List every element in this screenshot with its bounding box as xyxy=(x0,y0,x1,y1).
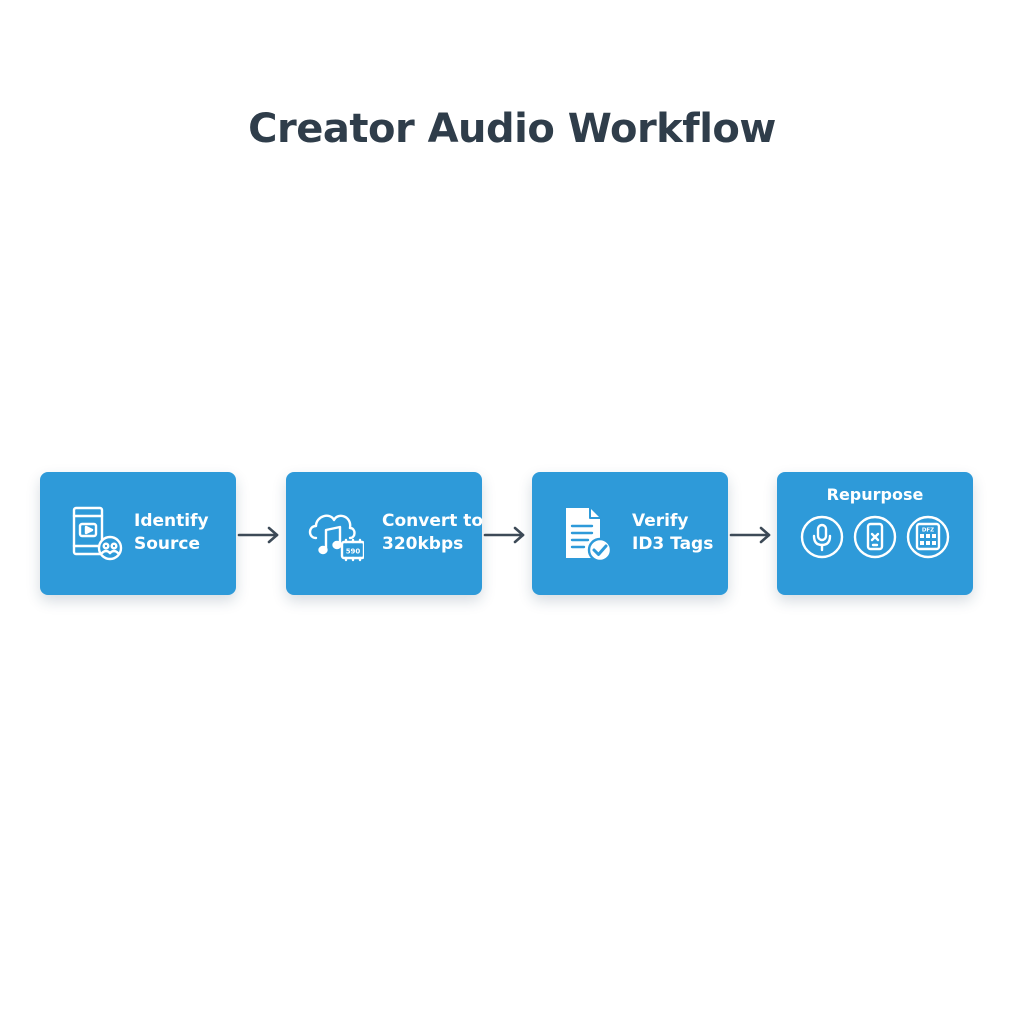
video-source-icon xyxy=(66,504,126,564)
microphone-icon xyxy=(799,514,845,560)
cloud-music-chip-icon: 590 xyxy=(304,504,364,564)
step-label: Convert to 320kbps xyxy=(382,510,483,556)
step-convert: 590 Convert to 320kbps xyxy=(286,472,483,595)
step-label-line1: Convert to xyxy=(382,511,484,531)
step-label-line1: Identify xyxy=(134,511,209,531)
step-label: Repurpose xyxy=(826,485,924,504)
document-check-icon xyxy=(560,504,620,564)
page-title: Creator Audio Workflow xyxy=(248,106,776,152)
step-label-line1: Verify xyxy=(632,511,689,531)
phone-icon xyxy=(852,514,898,560)
step-identify-source: Identify Source xyxy=(40,472,236,595)
arrow-right-icon xyxy=(237,522,283,548)
chip-label: 590 xyxy=(346,548,361,556)
grid-label: DFZ xyxy=(922,528,934,534)
step-label-line2: ID3 Tags xyxy=(632,534,714,554)
arrow-right-icon xyxy=(729,522,775,548)
grid-icon: DFZ xyxy=(905,514,951,560)
step-label: Identify Source xyxy=(134,510,209,556)
step-label-line2: Source xyxy=(134,534,201,554)
arrow-right-icon xyxy=(483,522,529,548)
step-repurpose: Repurpose DFZ xyxy=(777,472,973,595)
step-label-line2: 320kbps xyxy=(382,534,464,554)
step-label: Verify ID3 Tags xyxy=(632,510,713,556)
step-verify-tags: Verify ID3 Tags xyxy=(532,472,728,595)
